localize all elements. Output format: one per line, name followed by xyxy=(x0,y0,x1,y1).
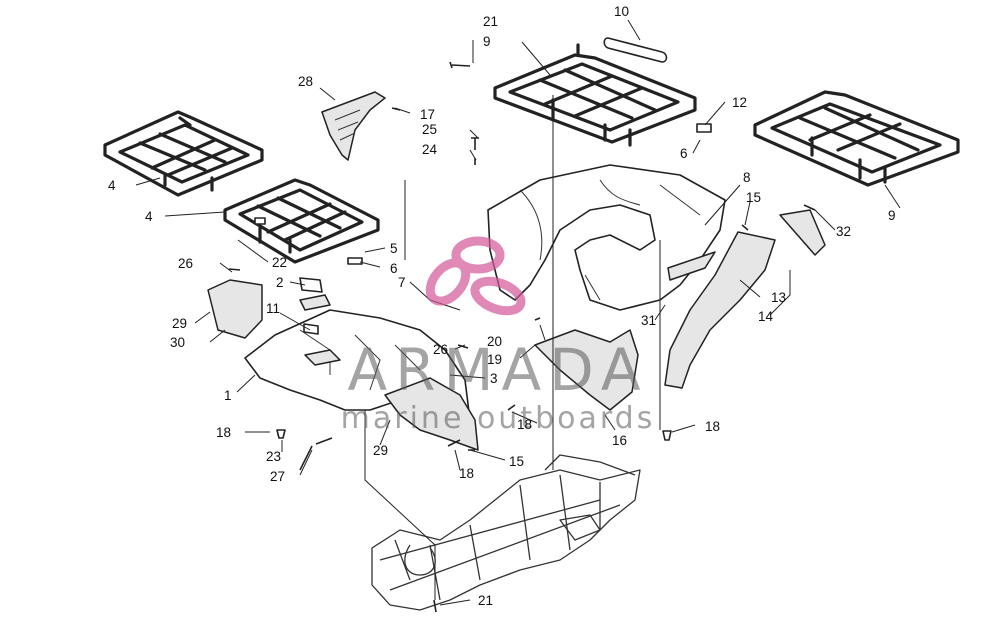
callout-16: 16 xyxy=(612,433,627,448)
logo-blade-left xyxy=(425,258,471,306)
callout-9-top: 9 xyxy=(483,34,491,49)
callout-6-mid: 6 xyxy=(390,261,398,276)
callout-11: 11 xyxy=(266,301,280,316)
callout-23: 23 xyxy=(266,449,281,464)
splash-guard-16 xyxy=(534,329,639,411)
callout-1: 1 xyxy=(224,388,232,403)
callout-26-left: 26 xyxy=(178,256,193,271)
callout-18-left: 18 xyxy=(216,425,231,440)
armada-propeller-logo xyxy=(425,236,526,316)
callout-4-upper: 4 xyxy=(108,178,116,193)
callout-2: 2 xyxy=(276,275,284,290)
callout-10: 10 xyxy=(614,4,629,19)
callout-21-bottom: 21 xyxy=(478,593,493,608)
callout-13: 13 xyxy=(771,290,786,305)
tail-bracket-28 xyxy=(321,91,386,161)
callout-15-bottom: 15 xyxy=(509,454,524,469)
callout-29-left: 29 xyxy=(172,316,187,331)
callout-6-top: 6 xyxy=(680,146,688,161)
leader-lines xyxy=(135,19,901,606)
rear-rack-right xyxy=(753,90,960,187)
callout-8: 8 xyxy=(743,170,751,185)
front-rack-upper xyxy=(103,110,264,197)
armada-watermark: ARMADA marine outboards xyxy=(341,236,656,436)
callout-25: 25 xyxy=(422,122,437,137)
callout-5: 5 xyxy=(390,241,398,256)
logo-blade-top xyxy=(451,236,505,274)
logo-blade-right xyxy=(470,276,526,316)
chassis-frame xyxy=(371,454,641,611)
callout-3: 3 xyxy=(490,371,498,386)
flap-32 xyxy=(779,209,826,256)
callout-9-right: 9 xyxy=(888,208,896,223)
callout-18-right: 18 xyxy=(705,419,720,434)
callout-14: 14 xyxy=(758,309,774,324)
side-cover-30 xyxy=(207,279,263,339)
callout-18-bottom: 18 xyxy=(459,466,474,481)
callout-24: 24 xyxy=(422,142,438,157)
callout-15-top: 15 xyxy=(746,190,761,205)
callout-19: 19 xyxy=(487,352,502,367)
callout-32: 32 xyxy=(836,224,851,239)
callout-18-mid: 18 xyxy=(517,417,532,432)
callout-27: 27 xyxy=(270,469,285,484)
callout-22: 22 xyxy=(272,255,287,270)
watermark-brand: ARMADA xyxy=(347,336,648,404)
callout-21-top: 21 xyxy=(483,14,498,29)
callout-7: 7 xyxy=(398,275,406,290)
front-rack-lower xyxy=(223,178,380,264)
callout-20: 20 xyxy=(487,334,502,349)
callout-4-lower: 4 xyxy=(145,209,153,224)
rear-rack-top xyxy=(493,43,697,147)
watermark-tagline: marine outboards xyxy=(341,401,656,436)
handle-grip xyxy=(603,37,668,63)
callout-28: 28 xyxy=(298,74,313,89)
callout-17: 17 xyxy=(420,107,435,122)
mud-flap-13 xyxy=(664,231,776,389)
callout-12: 12 xyxy=(732,95,747,110)
callout-31: 31 xyxy=(641,313,656,328)
callout-26-mid: 26 xyxy=(433,342,448,357)
callout-29-mid: 29 xyxy=(373,443,388,458)
side-panel-3 xyxy=(384,377,479,451)
rear-fender-body xyxy=(487,164,726,311)
callout-labels: 21 9 10 28 17 12 25 24 6 8 15 9 4 32 4 5… xyxy=(108,4,896,608)
callout-30: 30 xyxy=(170,335,185,350)
